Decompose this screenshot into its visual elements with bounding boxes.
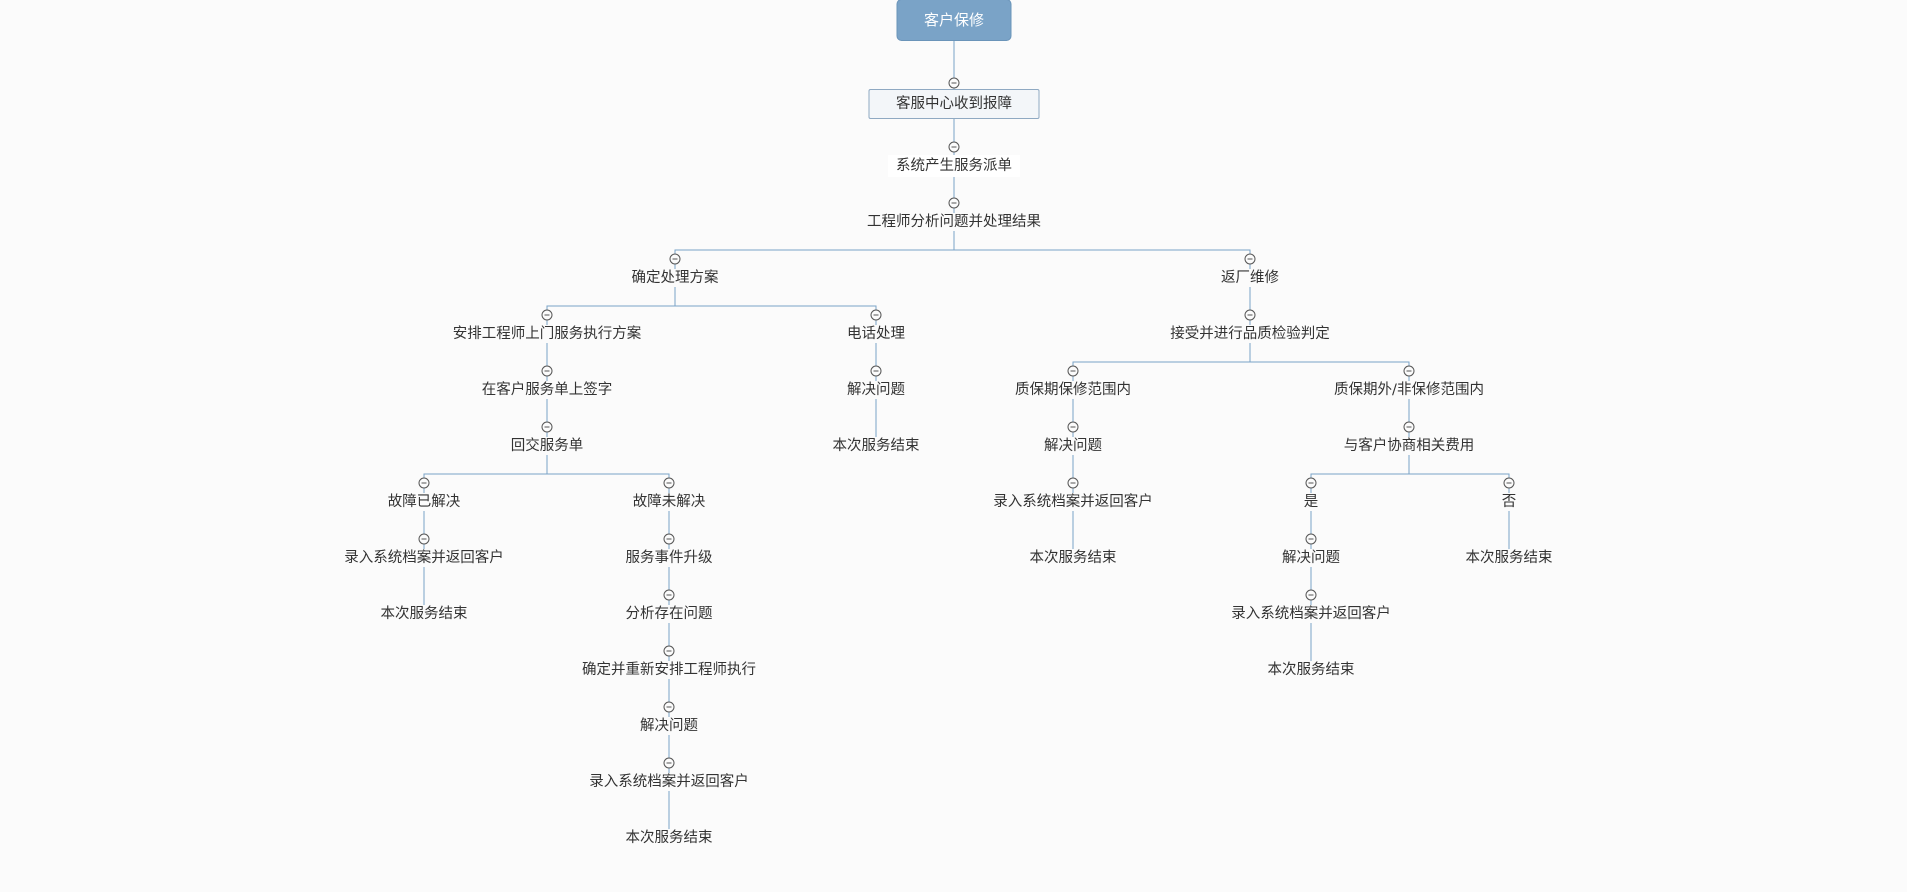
node-fault-unsolved[interactable]: 故障未解决 xyxy=(628,493,710,511)
minus-circle-icon[interactable] xyxy=(948,141,960,153)
minus-circle-icon[interactable] xyxy=(663,589,675,601)
minus-circle-icon[interactable] xyxy=(541,365,553,377)
minus-circle-icon[interactable] xyxy=(1244,309,1256,321)
node-sign-form[interactable]: 在客户服务单上签字 xyxy=(477,381,617,399)
node-root[interactable]: 客户保修 xyxy=(896,0,1012,41)
node-receive-report[interactable]: 客服中心收到报障 xyxy=(868,89,1040,119)
node-yes[interactable]: 是 xyxy=(1299,493,1323,511)
minus-circle-icon[interactable] xyxy=(948,197,960,209)
minus-circle-icon[interactable] xyxy=(541,421,553,433)
minus-circle-icon[interactable] xyxy=(663,645,675,657)
node-analyze-issue[interactable]: 分析存在问题 xyxy=(621,605,717,623)
node-analyze[interactable]: 工程师分析问题并处理结果 xyxy=(863,213,1045,231)
node-service-end[interactable]: 本次服务结束 xyxy=(621,829,717,847)
node-reassign[interactable]: 确定并重新安排工程师执行 xyxy=(578,661,760,679)
node-service-end[interactable]: 本次服务结束 xyxy=(828,437,924,455)
node-phone-handle[interactable]: 电话处理 xyxy=(843,325,909,343)
connector-line xyxy=(953,231,1251,269)
node-service-end[interactable]: 本次服务结束 xyxy=(376,605,472,623)
minus-circle-icon[interactable] xyxy=(418,533,430,545)
connector-line xyxy=(1072,343,1251,381)
node-no[interactable]: 否 xyxy=(1497,493,1521,511)
minus-circle-icon[interactable] xyxy=(1503,477,1515,489)
connector-line xyxy=(423,455,548,493)
node-solve-issue[interactable]: 解决问题 xyxy=(843,381,909,399)
node-out-warranty[interactable]: 质保期外/非保修范围内 xyxy=(1330,381,1488,399)
node-generate-order[interactable]: 系统产生服务派单 xyxy=(888,155,1020,177)
connector-line xyxy=(1310,455,1410,493)
connector-line xyxy=(674,231,955,269)
minus-circle-icon[interactable] xyxy=(1067,477,1079,489)
connector-line xyxy=(546,287,676,325)
minus-circle-icon[interactable] xyxy=(1067,365,1079,377)
minus-circle-icon[interactable] xyxy=(1403,365,1415,377)
minus-circle-icon[interactable] xyxy=(669,253,681,265)
connector-line xyxy=(546,455,670,493)
minus-circle-icon[interactable] xyxy=(1067,421,1079,433)
connector-line xyxy=(1249,343,1410,381)
minus-circle-icon[interactable] xyxy=(1305,533,1317,545)
node-record-archive[interactable]: 录入系统档案并返回客户 xyxy=(1227,605,1395,623)
minus-circle-icon[interactable] xyxy=(1244,253,1256,265)
minus-circle-icon[interactable] xyxy=(663,533,675,545)
node-service-end[interactable]: 本次服务结束 xyxy=(1263,661,1359,679)
node-onsite-service[interactable]: 安排工程师上门服务执行方案 xyxy=(448,325,646,343)
minus-circle-icon[interactable] xyxy=(1403,421,1415,433)
minus-circle-icon[interactable] xyxy=(948,77,960,89)
node-return-form[interactable]: 回交服务单 xyxy=(506,437,588,455)
minus-circle-icon[interactable] xyxy=(870,309,882,321)
node-record-archive[interactable]: 录入系统档案并返回客户 xyxy=(989,493,1157,511)
node-record-archive[interactable]: 录入系统档案并返回客户 xyxy=(585,773,753,791)
minus-circle-icon[interactable] xyxy=(418,477,430,489)
node-fault-solved[interactable]: 故障已解决 xyxy=(383,493,465,511)
node-determine-plan[interactable]: 确定处理方案 xyxy=(627,269,723,287)
node-record-archive[interactable]: 录入系统档案并返回客户 xyxy=(340,549,508,567)
minus-circle-icon[interactable] xyxy=(663,757,675,769)
node-solve-issue[interactable]: 解决问题 xyxy=(1040,437,1106,455)
connector-line xyxy=(1408,455,1510,493)
minus-circle-icon[interactable] xyxy=(870,365,882,377)
minus-circle-icon[interactable] xyxy=(663,477,675,489)
node-solve-issue[interactable]: 解决问题 xyxy=(1278,549,1344,567)
minus-circle-icon[interactable] xyxy=(1305,589,1317,601)
minus-circle-icon[interactable] xyxy=(541,309,553,321)
node-solve-issue[interactable]: 解决问题 xyxy=(636,717,702,735)
node-return-factory[interactable]: 返厂维修 xyxy=(1217,269,1283,287)
minus-circle-icon[interactable] xyxy=(1305,477,1317,489)
node-service-end[interactable]: 本次服务结束 xyxy=(1461,549,1557,567)
node-service-end[interactable]: 本次服务结束 xyxy=(1025,549,1121,567)
node-in-warranty[interactable]: 质保期保修范围内 xyxy=(1011,381,1135,399)
node-negotiate-fee[interactable]: 与客户协商相关费用 xyxy=(1339,437,1479,455)
minus-circle-icon[interactable] xyxy=(663,701,675,713)
node-escalate[interactable]: 服务事件升级 xyxy=(621,549,717,567)
connector-line xyxy=(674,287,877,325)
node-quality-inspect[interactable]: 接受并进行品质检验判定 xyxy=(1166,325,1334,343)
